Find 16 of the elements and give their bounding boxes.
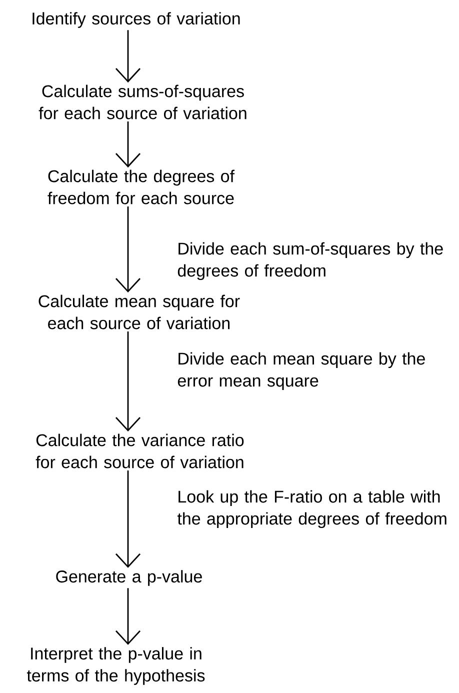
arrow — [115, 588, 141, 645]
step-text: Calculate mean square for each source of variation — [38, 294, 240, 330]
arrow — [115, 121, 141, 168]
step-text: Generate a p-value — [56, 570, 202, 586]
arrow — [115, 206, 141, 293]
arrow — [115, 470, 141, 568]
step-text: Calculate sums-of-squares for each source of variation — [38, 84, 246, 120]
edge-label: Divide each sum-of-squares by the degrees of freedom — [178, 242, 443, 280]
step-text: Interpret the p-value in terms of the hypothesis — [26, 647, 205, 685]
step-text: Calculate the degrees of freedom for each source — [48, 170, 235, 204]
arrow — [115, 30, 141, 83]
arrow — [115, 331, 141, 432]
step-text: Identify sources of variation — [32, 12, 240, 28]
edge-label: Divide each mean square by the error mean square — [178, 352, 425, 390]
edge-label: Look up the F-ratio on a table with the appropriate degrees of freedom — [177, 490, 446, 528]
step-text: Calculate the variance ratio for each source of variation — [36, 434, 244, 468]
